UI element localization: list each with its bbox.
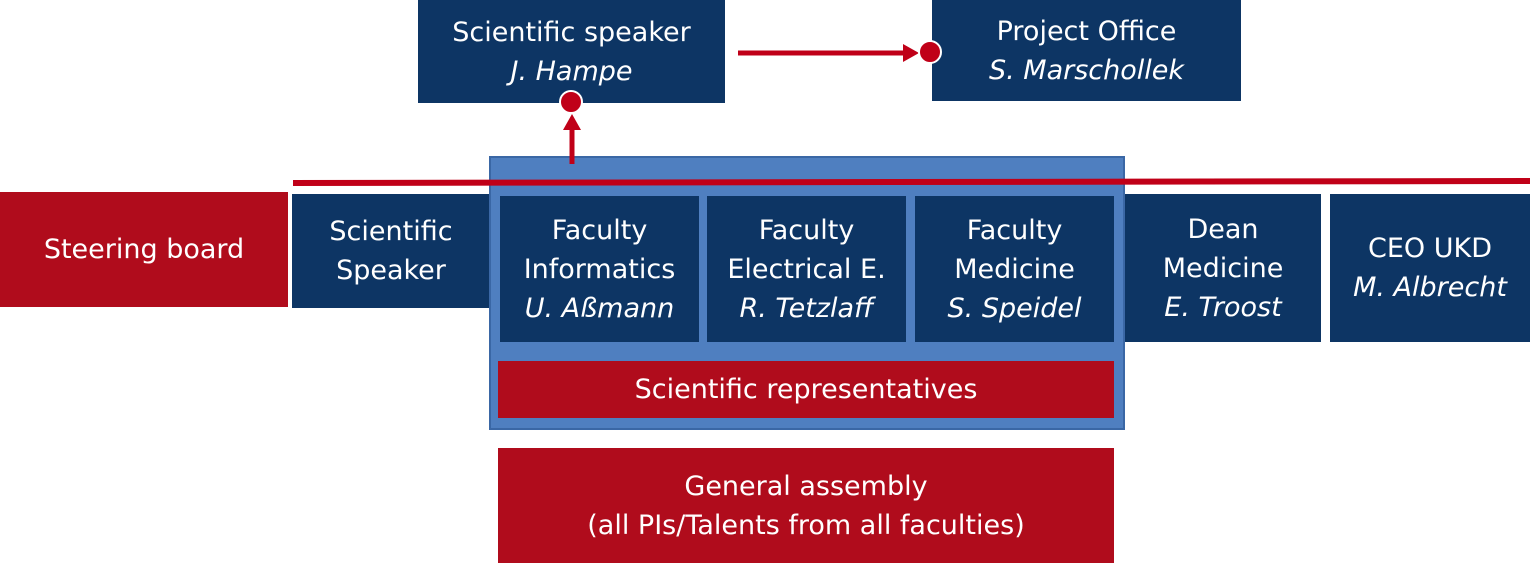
scientific-speaker-row-line2: Speaker bbox=[336, 255, 446, 286]
scientific-speaker-row-line1: Scientific bbox=[329, 216, 453, 247]
ceo-ukd-box: CEO UKD M. Albrecht bbox=[1330, 194, 1530, 342]
faculty-medicine-line1: Faculty bbox=[966, 214, 1063, 246]
ceo-name: M. Albrecht bbox=[1353, 272, 1507, 303]
faculty-electrical-line2: Electrical E. bbox=[727, 253, 886, 285]
faculty-electrical-box: Faculty Electrical E. R. Tetzlaff bbox=[707, 196, 906, 342]
scientific-representatives-box: Scientific representatives bbox=[498, 361, 1114, 418]
ceo-title: CEO UKD bbox=[1367, 233, 1492, 264]
general-assembly-line1: General assembly bbox=[684, 470, 928, 502]
scientific-speaker-top-box: Scientific speaker J. Hampe bbox=[418, 0, 725, 103]
faculty-medicine-box: Faculty Medicine S. Speidel bbox=[915, 196, 1114, 342]
dean-medicine-box: Dean Medicine E. Troost bbox=[1125, 194, 1321, 342]
arrow-right-head bbox=[903, 44, 919, 62]
project-office-name: S. Marschollek bbox=[988, 54, 1185, 86]
dean-line2: Medicine bbox=[1162, 252, 1284, 284]
steering-board-label: Steering board bbox=[43, 234, 245, 265]
scientific-representatives-label: Scientific representatives bbox=[634, 374, 978, 405]
faculty-medicine-name: S. Speidel bbox=[947, 292, 1082, 324]
faculty-electrical-name: R. Tetzlaff bbox=[739, 292, 874, 324]
dean-line1: Dean bbox=[1187, 213, 1259, 245]
faculty-electrical-line1: Faculty bbox=[758, 214, 855, 246]
faculty-informatics-line1: Faculty bbox=[551, 214, 648, 246]
faculty-informatics-line2: Informatics bbox=[523, 253, 676, 285]
steering-board-box: Steering board bbox=[0, 192, 288, 307]
general-assembly-line2: (all PIs/Talents from all faculties) bbox=[587, 509, 1025, 541]
scientific-speaker-top-title: Scientific speaker bbox=[452, 16, 691, 48]
scientific-speaker-row-box: Scientific Speaker bbox=[292, 194, 490, 308]
scientific-speaker-top-name: J. Hampe bbox=[510, 55, 633, 87]
faculty-informatics-name: U. Aßmann bbox=[524, 292, 675, 324]
general-assembly-box: General assembly (all PIs/Talents from a… bbox=[498, 448, 1114, 563]
project-office-title: Project Office bbox=[996, 15, 1177, 47]
dean-name: E. Troost bbox=[1164, 291, 1282, 323]
project-office-box: Project Office S. Marschollek bbox=[932, 0, 1241, 101]
arrow-up-head bbox=[563, 114, 581, 130]
faculty-informatics-box: Faculty Informatics U. Aßmann bbox=[500, 196, 699, 342]
faculty-medicine-line2: Medicine bbox=[954, 253, 1075, 285]
